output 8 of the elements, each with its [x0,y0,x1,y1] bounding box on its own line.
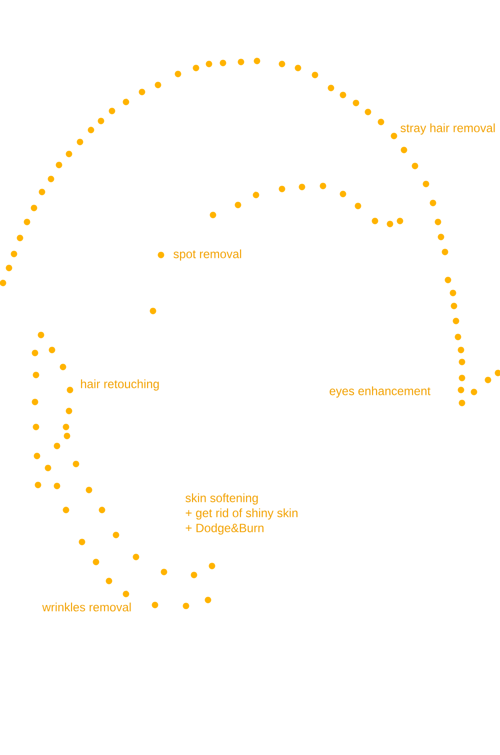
annotation-label: hair retouching [81,379,159,391]
annotation-label: + get rid of shiny skin [186,508,298,520]
annotation-label: skin softening [186,493,258,505]
annotation-label: spot removal [174,249,242,261]
annotation-label: eyes enhancement [330,386,430,398]
annotation-label: stray hair removal [400,123,495,135]
annotation-label: + Dodge&Burn [186,523,264,535]
annotation-label: wrinkles removal [42,602,131,612]
